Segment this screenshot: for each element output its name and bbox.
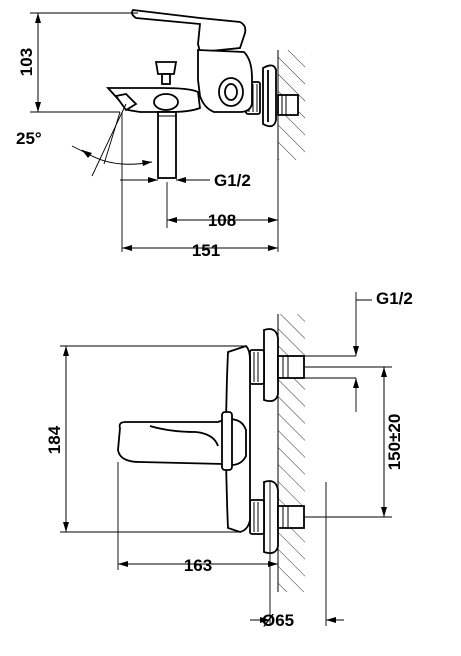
thread-g12-side-label: G1/2 xyxy=(214,171,251,190)
dimension-184-label: 184 xyxy=(45,425,64,454)
side-spout xyxy=(105,87,201,113)
dimension-150-20-label: 150±20 xyxy=(385,414,404,471)
dimension-151-label: 151 xyxy=(192,241,220,260)
dimension-163-label: 163 xyxy=(184,556,212,575)
side-diverter-knob xyxy=(154,61,178,85)
thread-g12-side: G1/2 xyxy=(120,171,251,190)
front-lever-handle xyxy=(117,411,247,471)
dimension-103: 103 xyxy=(17,12,138,113)
angle-25-label: 25° xyxy=(16,129,42,148)
dimension-163: 163 xyxy=(117,462,279,592)
dimension-184: 184 xyxy=(45,345,246,533)
side-view: 103 25° G1/2 108 xyxy=(16,9,305,260)
dimension-d65-label: Ø65 xyxy=(262,611,294,630)
angle-25: 25° xyxy=(16,103,153,177)
dimension-150-20: 150±20 xyxy=(304,366,404,518)
side-wall-connector xyxy=(277,94,299,116)
front-view: 184 163 G1/2 150±20 xyxy=(45,289,413,630)
dimension-103-label: 103 xyxy=(17,48,36,76)
side-wall-flange xyxy=(262,64,277,128)
dimension-151: 151 xyxy=(121,112,278,260)
dimension-d65: Ø65 xyxy=(250,482,344,630)
side-lever-handle xyxy=(131,9,247,53)
front-lower-connection xyxy=(249,480,305,555)
side-mixer-body xyxy=(197,49,253,113)
dimension-108: 108 xyxy=(166,160,279,252)
dimension-108-label: 108 xyxy=(208,211,236,230)
side-shower-outlet xyxy=(157,111,177,179)
front-upper-connection xyxy=(249,328,356,403)
thread-g12-front: G1/2 xyxy=(353,289,413,412)
thread-g12-front-label: G1/2 xyxy=(376,289,413,308)
